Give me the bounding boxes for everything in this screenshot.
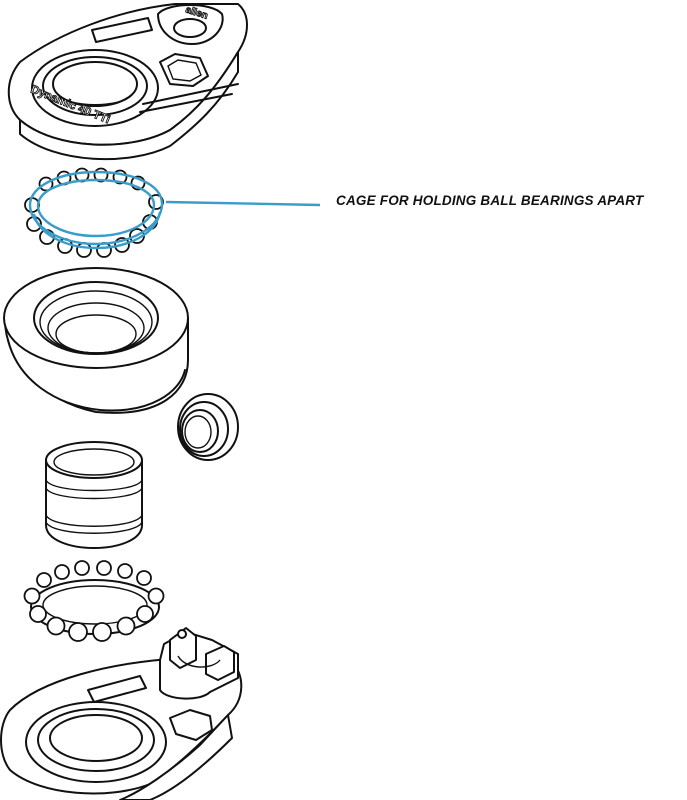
bearing-ball [116, 616, 136, 636]
bearing-ball [147, 587, 165, 605]
bearing-ball [29, 605, 47, 623]
bearing-ball [92, 622, 112, 642]
ball-bearing-ring [23, 560, 165, 642]
bearing-ball [46, 616, 66, 636]
cage-ring [32, 211, 162, 250]
cage-ring [28, 170, 164, 246]
bearing-ball [36, 572, 52, 588]
bearing-ball [68, 622, 88, 642]
flanged-bushing [177, 393, 239, 461]
bearing-ball [136, 570, 152, 586]
top-plate: Dynamic 40 TTi allen [7, 3, 248, 161]
bearing-ball [54, 564, 70, 580]
cage-ball [76, 242, 92, 258]
callout-leader-line [165, 200, 321, 207]
bearing-ball [23, 587, 41, 605]
sheave [3, 267, 189, 414]
callout [165, 200, 321, 207]
bottom-plate [0, 627, 243, 800]
bearing-ball [136, 605, 154, 623]
cage-ring [36, 178, 156, 238]
bearing-ball [96, 560, 112, 576]
bearing-ball [117, 563, 133, 579]
bearing-cage [24, 167, 164, 258]
bearing-bushing [45, 441, 143, 549]
bearing-ball [74, 560, 90, 576]
cage-callout-label: CAGE FOR HOLDING BALL BEARINGS APART [336, 193, 644, 208]
